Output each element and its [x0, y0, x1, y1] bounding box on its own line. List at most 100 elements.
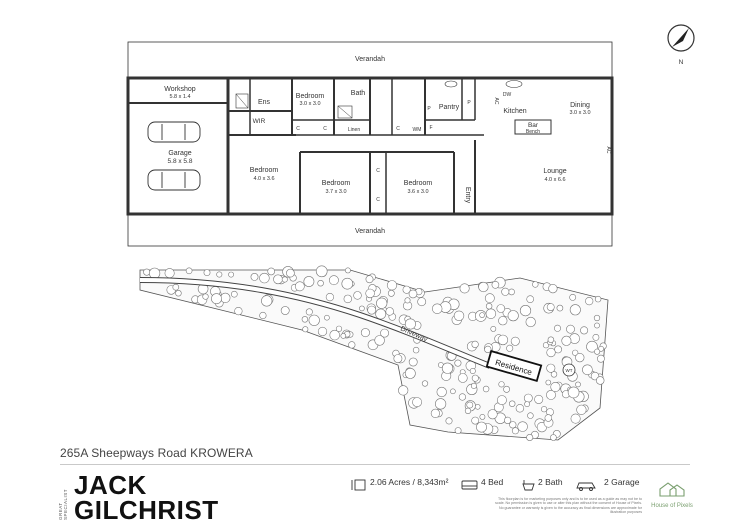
pantry-p-label: P — [467, 100, 471, 106]
tree-icon — [496, 395, 507, 405]
car-icon — [147, 121, 201, 143]
tree-icon — [527, 412, 534, 419]
tree-icon — [575, 353, 585, 363]
tree-icon — [408, 357, 418, 367]
compass: N — [667, 24, 695, 66]
tree-icon — [569, 293, 577, 301]
bedroom3-size: 3.7 x 3.0 — [325, 189, 346, 195]
tree-icon — [508, 288, 515, 296]
garage-label: Garage — [168, 150, 191, 157]
tree-cluster — [143, 265, 607, 441]
driveway-fill — [139, 278, 491, 368]
tree-icon — [498, 316, 508, 326]
tree-icon — [430, 408, 441, 419]
tree-icon — [511, 427, 519, 435]
tree-icon — [476, 421, 487, 433]
tree-icon — [550, 381, 561, 392]
tree-icon — [259, 311, 267, 320]
tree-icon — [546, 363, 556, 373]
car-icon — [576, 482, 596, 491]
floor-plan-labels: Verandah Verandah Workshop 5.8 x 1.4 Gar… — [164, 56, 611, 235]
tree-icon — [261, 295, 273, 307]
ac-label: AC — [493, 98, 499, 105]
dining-size: 3.0 x 3.0 — [569, 110, 590, 116]
tree-icon — [485, 308, 497, 319]
house-of-pixels-logo: House of Pixels — [650, 481, 694, 509]
tree-icon — [532, 281, 539, 288]
tree-icon — [526, 433, 534, 441]
tree-icon — [598, 345, 604, 352]
tree-icon — [471, 416, 480, 425]
tree-icon — [566, 324, 575, 334]
tree-icon — [412, 346, 420, 354]
pantry-p-label: P — [427, 106, 431, 112]
tree-icon — [554, 345, 562, 354]
tree-icon — [542, 342, 550, 349]
tree-icon — [509, 400, 516, 407]
tree-icon — [479, 312, 485, 318]
tree-icon — [175, 290, 182, 297]
bedroom4-size: 3.6 x 3.0 — [407, 189, 428, 195]
tree-icon — [432, 303, 443, 314]
tree-icon — [570, 413, 581, 424]
tree-icon — [328, 275, 339, 286]
cupboard-label: C — [396, 126, 400, 132]
tree-icon — [228, 271, 234, 278]
tree-icon — [517, 421, 528, 432]
tree-icon — [280, 306, 290, 315]
tree-icon — [454, 427, 462, 434]
tree-icon — [365, 288, 375, 299]
tree-icon — [412, 397, 422, 407]
tree-icon — [482, 385, 490, 393]
tree-icon — [315, 265, 328, 278]
tree-icon — [546, 389, 556, 400]
tree-icon — [273, 274, 283, 285]
tree-icon — [497, 334, 509, 346]
tree-icon — [490, 325, 497, 332]
tree-icon — [491, 280, 500, 289]
tree-icon — [544, 414, 552, 422]
property-address: 265A Sheepways Road KROWERA — [60, 446, 253, 460]
tree-icon — [335, 325, 343, 332]
ens-label: Ens — [258, 99, 271, 106]
tree-icon — [211, 293, 222, 305]
tree-icon — [556, 304, 564, 312]
tree-icon — [353, 291, 362, 300]
tree-icon — [595, 376, 605, 385]
tree-icon — [478, 281, 489, 293]
tree-icon — [317, 280, 324, 287]
cupboard-label: C — [376, 197, 380, 203]
bed-count: 4 Bed — [481, 477, 504, 487]
tree-icon — [231, 290, 238, 298]
tree-icon — [445, 417, 453, 425]
compass-ring — [667, 24, 695, 52]
tree-icon — [387, 289, 395, 297]
car-icon — [147, 169, 201, 191]
tree-icon — [459, 283, 470, 294]
tree-icon — [436, 386, 447, 398]
tree-icon — [301, 316, 309, 323]
kitchen-bar — [514, 119, 552, 135]
tree-icon — [503, 385, 510, 393]
tree-icon — [567, 386, 580, 399]
tree-icon — [408, 289, 418, 299]
tree-icon — [393, 354, 403, 363]
bed-icon — [461, 480, 478, 490]
tree-icon — [519, 305, 532, 317]
residence-outline — [485, 350, 543, 382]
linen-label: Linen — [348, 127, 360, 133]
garage-size: 5.8 x 5.8 — [168, 158, 193, 165]
pantry-label: Pantry — [439, 104, 460, 111]
tree-icon — [317, 326, 328, 337]
tree-icon — [453, 310, 465, 321]
tree-icon — [580, 326, 589, 335]
tree-icon — [506, 344, 514, 352]
tree-icon — [404, 297, 411, 304]
tree-icon — [267, 267, 276, 276]
tree-icon — [325, 293, 335, 302]
tree-icon — [466, 401, 474, 409]
compass-label: N — [679, 59, 684, 66]
tree-icon — [548, 284, 558, 294]
bedroom2-size: 4.0 x 3.6 — [253, 176, 274, 182]
tree-icon — [484, 293, 495, 304]
